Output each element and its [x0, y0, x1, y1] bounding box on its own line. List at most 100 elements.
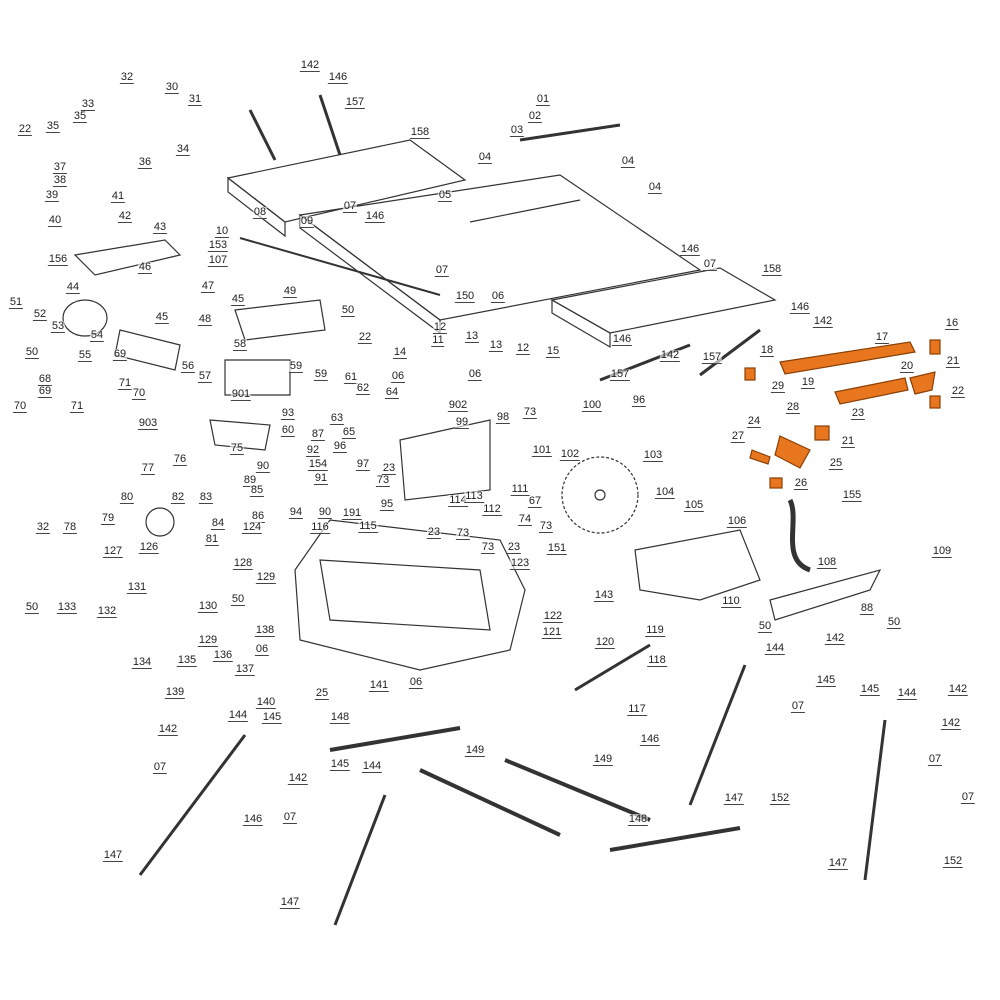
- part-number-label: 43: [152, 221, 168, 234]
- part-number-label: 100: [581, 399, 603, 412]
- part-number-label: 114: [448, 494, 468, 507]
- part-number-label: 153: [207, 239, 229, 252]
- part-number-label: 90: [255, 460, 271, 473]
- part-number-label: 78: [62, 521, 78, 534]
- part-number-label: 102: [559, 448, 581, 461]
- part-number-label: 47: [200, 280, 216, 293]
- main-table: [298, 174, 702, 335]
- part-number-label: 148: [329, 711, 351, 724]
- part-number-label: 92: [305, 444, 321, 457]
- part-number-label: 69: [112, 348, 128, 361]
- part-number-label: 87: [310, 428, 326, 441]
- part-number-label: 23: [426, 526, 442, 539]
- part-number-label: 06: [408, 676, 424, 689]
- part-number-label: 58: [232, 338, 248, 351]
- part-number-label: 98: [495, 411, 511, 424]
- part-number-label: 113: [464, 490, 484, 503]
- table-extension-left: [226, 139, 467, 238]
- part-number-label: 136: [212, 649, 234, 662]
- part-number-label: 146: [327, 71, 349, 84]
- part-number-label: 82: [170, 491, 186, 504]
- part-number-label: 11: [431, 334, 445, 347]
- part-number-label: 142: [659, 349, 681, 362]
- part-number-label: 157: [701, 351, 723, 364]
- part-number-label: 13: [488, 339, 504, 352]
- part-number-label: 33: [80, 98, 96, 111]
- part-number-label: 51: [8, 296, 24, 309]
- part-number-label: 142: [157, 723, 179, 736]
- riving-knife: [399, 419, 491, 501]
- part-number-label: 60: [280, 424, 296, 437]
- part-number-label: 901: [230, 388, 252, 401]
- part-number-label: 76: [172, 453, 188, 466]
- part-number-label: 32: [119, 71, 135, 84]
- part-number-label: 903: [137, 417, 159, 430]
- part-number-label: 73: [455, 527, 471, 540]
- part-number-label: 36: [137, 156, 153, 169]
- part-number-label: 20: [899, 360, 915, 373]
- part-number-label: 156: [47, 253, 69, 266]
- part-number-label: 126: [138, 541, 160, 554]
- part-number-label: 49: [282, 285, 298, 298]
- part-number-label: 157: [609, 368, 631, 381]
- part-number-label: 61: [343, 371, 359, 384]
- part-number-label: 142: [824, 632, 846, 645]
- part-number-label: 115: [358, 520, 378, 533]
- part-number-label: 158: [409, 126, 431, 139]
- part-number-label: 17: [874, 331, 890, 344]
- part-number-label: 902: [447, 399, 469, 412]
- part-number-label: 50: [757, 620, 773, 633]
- part-number-label: 123: [509, 557, 531, 570]
- part-number-label: 145: [261, 711, 283, 724]
- part-number-label: 73: [375, 474, 391, 487]
- part-number-label: 131: [126, 581, 148, 594]
- part-number-label: 91: [313, 472, 329, 485]
- part-number-label: 142: [812, 315, 834, 328]
- part-number-label: 119: [645, 624, 665, 637]
- part-number-label: 149: [592, 753, 614, 766]
- part-number-label: 32: [35, 521, 51, 534]
- part-number-label: 45: [154, 311, 170, 324]
- part-number-label: 59: [288, 360, 304, 373]
- part-number-label: 42: [117, 210, 133, 223]
- part-number-label: 150: [454, 290, 476, 303]
- part-number-label: 31: [187, 93, 203, 106]
- part-number-label: 73: [538, 520, 554, 533]
- part-number-label: 112: [482, 503, 502, 516]
- part-number-label: 99: [454, 416, 470, 429]
- part-number-label: 45: [230, 293, 246, 306]
- part-number-label: 15: [545, 345, 561, 358]
- part-number-label: 69: [37, 385, 53, 398]
- part-number-label: 09: [299, 215, 315, 228]
- part-number-label: 25: [314, 687, 330, 700]
- legs: [138, 643, 887, 926]
- part-number-label: 06: [467, 368, 483, 381]
- part-number-label: 50: [886, 616, 902, 629]
- part-number-label: 97: [355, 458, 371, 471]
- part-number-label: 27: [730, 430, 746, 443]
- part-number-label: 34: [175, 143, 191, 156]
- part-number-label: 53: [50, 320, 66, 333]
- part-number-label: 24: [746, 415, 762, 428]
- part-number-label: 147: [723, 792, 745, 805]
- part-number-label: 04: [620, 155, 636, 168]
- part-number-label: 07: [434, 264, 450, 277]
- part-number-label: 101: [531, 444, 553, 457]
- part-number-label: 142: [940, 717, 962, 730]
- part-number-label: 147: [102, 849, 124, 862]
- part-number-label: 04: [477, 151, 493, 164]
- part-number-label: 30: [164, 81, 180, 94]
- part-number-label: 07: [342, 200, 358, 213]
- part-number-label: 152: [769, 792, 791, 805]
- part-number-label: 134: [131, 656, 153, 669]
- part-number-label: 01: [535, 93, 551, 106]
- motor-and-blade-guard: [62, 239, 326, 537]
- part-number-label: 06: [490, 290, 506, 303]
- part-number-label: 121: [541, 626, 563, 639]
- part-number-label: 59: [313, 368, 329, 381]
- part-number-label: 21: [840, 435, 856, 448]
- part-number-label: 26: [793, 477, 809, 490]
- part-number-label: 64: [384, 386, 400, 399]
- part-number-label: 145: [815, 674, 837, 687]
- part-number-label: 107: [207, 254, 229, 267]
